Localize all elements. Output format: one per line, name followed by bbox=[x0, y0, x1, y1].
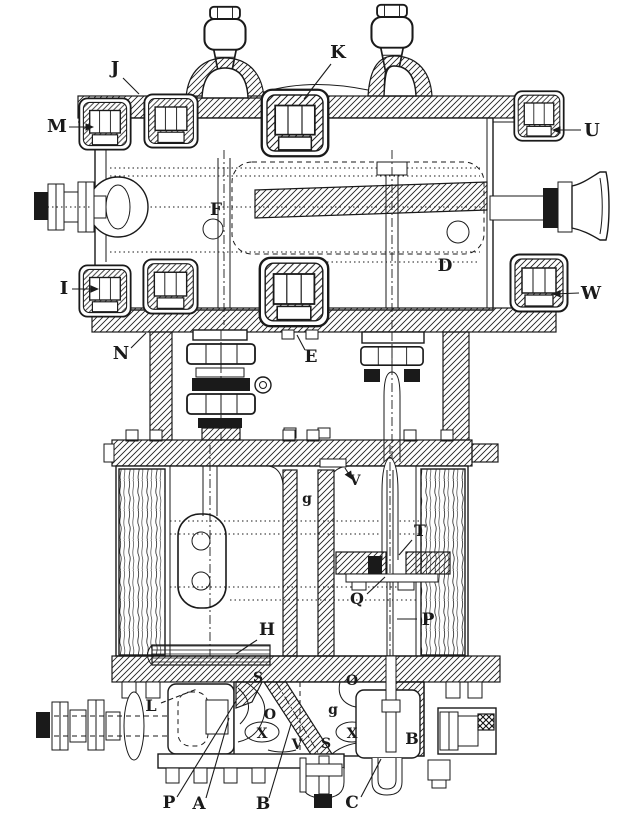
part-label-x2: X bbox=[347, 726, 358, 742]
left-pipe-union bbox=[34, 176, 149, 238]
left-pump-cylinder bbox=[167, 683, 235, 755]
drain-valve bbox=[299, 755, 343, 808]
part-label-f: F bbox=[210, 200, 222, 220]
valve-cap-k bbox=[260, 88, 330, 158]
hidden-lines bbox=[170, 520, 420, 601]
part-label-o2: O bbox=[264, 707, 276, 723]
leader-line-v1 bbox=[344, 467, 353, 480]
air-piston-left bbox=[177, 445, 227, 656]
right-valve-assembly bbox=[427, 707, 497, 789]
part-label-v2: V bbox=[291, 737, 304, 753]
part-label-s1: S bbox=[253, 670, 263, 686]
piston-hidden-outline bbox=[231, 161, 485, 255]
part-label-p1: P bbox=[422, 610, 435, 630]
cylinder-interior bbox=[110, 150, 488, 330]
valve-cap-2 bbox=[142, 258, 199, 315]
leader-line-b2 bbox=[268, 723, 292, 799]
leader-line-p2 bbox=[176, 700, 237, 798]
part-label-h: H bbox=[259, 620, 275, 640]
port-boss-v bbox=[319, 458, 347, 468]
port-circle-d bbox=[446, 220, 470, 244]
valve-cap-j bbox=[143, 93, 199, 149]
valve-cap-i bbox=[78, 264, 132, 318]
part-label-g1: g bbox=[302, 491, 312, 507]
leader-line-l bbox=[160, 688, 198, 704]
bottom-block-top-flange bbox=[103, 429, 499, 467]
left-rod-gland-stack bbox=[186, 329, 272, 445]
part-label-i: I bbox=[60, 278, 68, 299]
part-label-o1: O bbox=[346, 673, 358, 689]
part-label-e: E bbox=[305, 347, 318, 367]
bottom-left-pipe bbox=[36, 691, 170, 761]
leader-line-c bbox=[360, 758, 382, 798]
leader-line-h bbox=[235, 639, 258, 655]
part-label-t: T bbox=[414, 521, 426, 540]
leader-line-a bbox=[205, 717, 230, 799]
leader-line-w bbox=[551, 289, 580, 298]
part-label-m: M bbox=[47, 116, 67, 137]
part-label-b1: B bbox=[405, 729, 419, 748]
part-label-k: K bbox=[330, 42, 347, 63]
valve-cap-m bbox=[78, 97, 132, 151]
part-label-g2: g bbox=[328, 702, 338, 718]
leader-line-t bbox=[398, 539, 413, 556]
valve-gear-band bbox=[335, 551, 451, 591]
valve-cap-e bbox=[258, 256, 330, 328]
valve-cap-w bbox=[509, 253, 569, 313]
leader-line-j bbox=[122, 77, 140, 95]
part-label-x1: X bbox=[257, 726, 268, 742]
right-housing bbox=[355, 655, 421, 796]
part-label-v1: V bbox=[349, 473, 362, 489]
part-label-c: C bbox=[345, 793, 359, 813]
leader-line-q bbox=[366, 576, 386, 595]
bottom-valve-mechanism bbox=[36, 655, 497, 808]
part-label-u: U bbox=[584, 120, 600, 141]
part-label-p2: P bbox=[163, 793, 176, 813]
port-circle-f bbox=[202, 218, 224, 240]
leader-line-e bbox=[296, 334, 306, 351]
part-label-l: L bbox=[145, 696, 156, 715]
part-label-q: Q bbox=[350, 589, 364, 608]
leader-line-k bbox=[303, 63, 332, 100]
bottom-block-bottom-flange bbox=[111, 655, 501, 699]
bottom-cylinder-block bbox=[103, 429, 501, 792]
part-label-n: N bbox=[113, 343, 129, 364]
right-bell-fitting bbox=[489, 171, 610, 241]
top-cylinder-block bbox=[34, 3, 610, 333]
part-label-d: D bbox=[438, 256, 453, 276]
piston-section bbox=[254, 181, 488, 219]
frame-column-left bbox=[149, 331, 173, 441]
part-label-j: J bbox=[109, 58, 120, 79]
part-label-a: A bbox=[191, 794, 206, 814]
lagging-left bbox=[118, 468, 166, 656]
leader-line-n bbox=[130, 332, 147, 349]
part-label-s2: S bbox=[321, 736, 331, 752]
mechanism-base bbox=[157, 753, 345, 799]
part-label-w: W bbox=[580, 283, 602, 304]
frame-column-right bbox=[442, 331, 470, 441]
valve-cap-u bbox=[513, 90, 565, 142]
part-label-b2: B bbox=[256, 794, 270, 814]
